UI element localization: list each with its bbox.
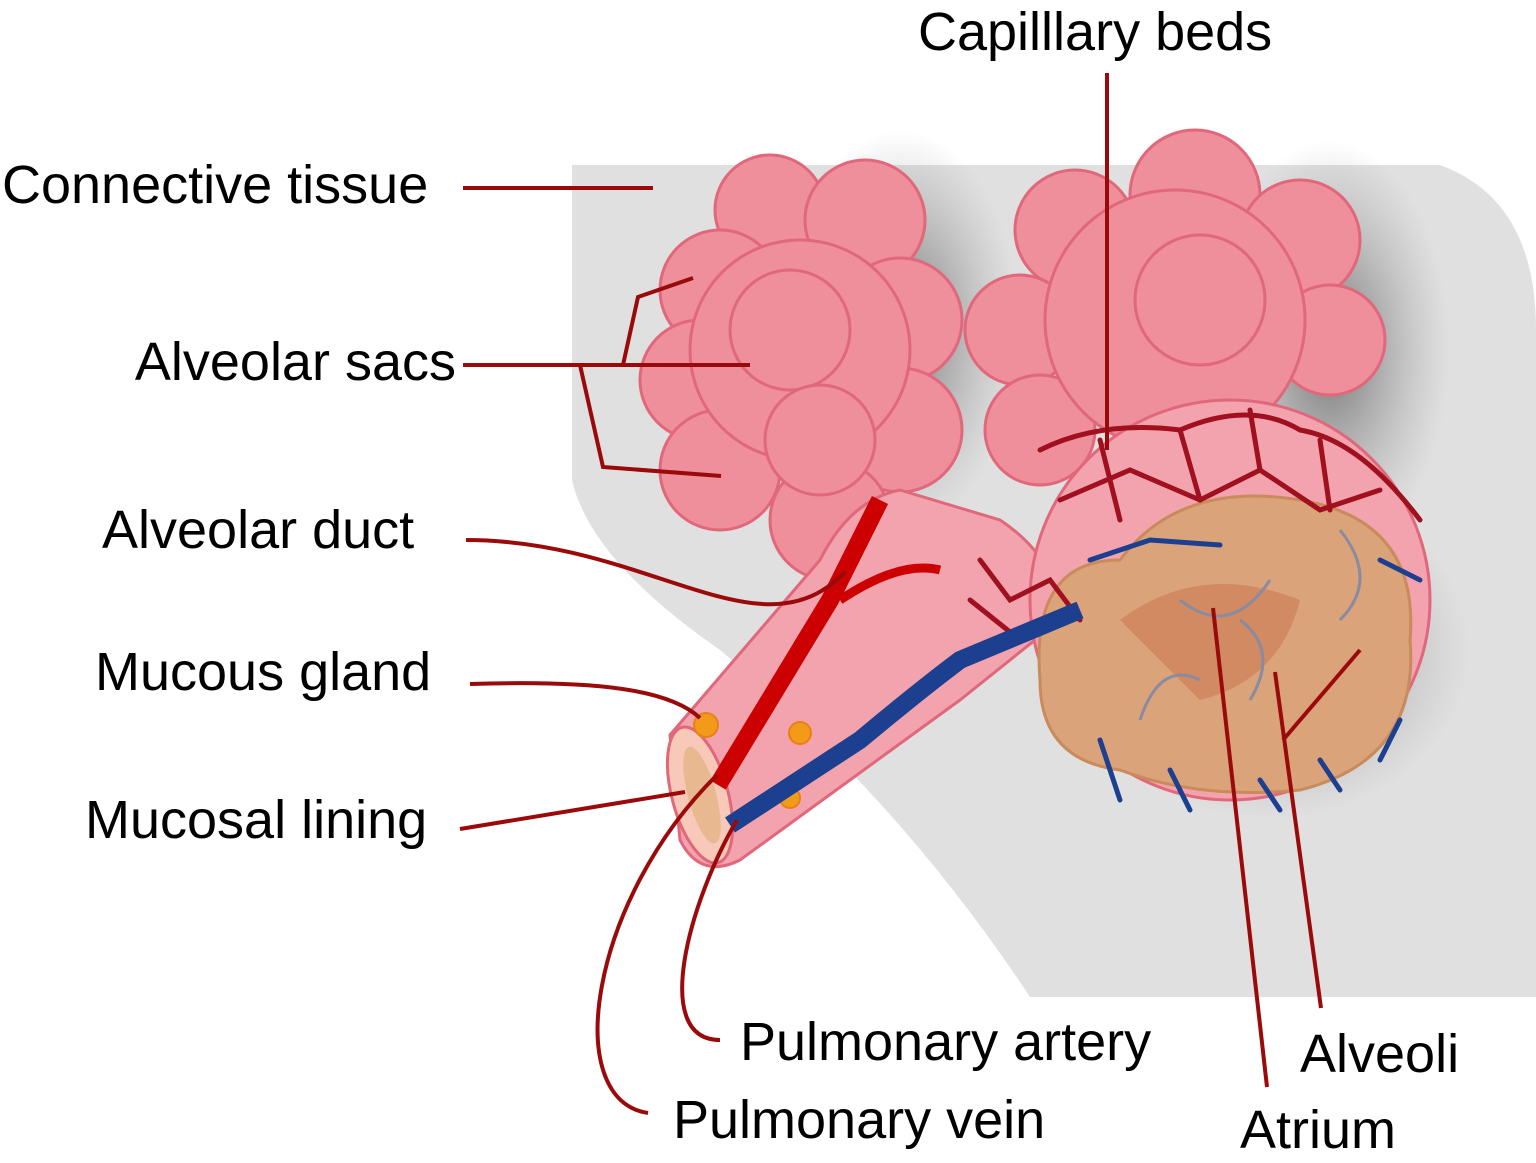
label-mucous-gland: Mucous gland	[95, 642, 431, 702]
label-connective-tissue: Connective tissue	[2, 155, 428, 215]
label-alveolar-duct: Alveolar duct	[102, 500, 414, 560]
label-pulmonary-vein: Pulmonary vein	[673, 1090, 1045, 1150]
capillary-bed	[967, 398, 1432, 813]
pulmonary-artery-vessel	[710, 495, 889, 790]
duct-lumen	[683, 746, 721, 844]
label-pulmonary-artery: Pulmonary artery	[740, 1012, 1151, 1072]
label-alveolar-sacs: Alveolar sacs	[135, 332, 456, 392]
artery-branch	[837, 563, 942, 604]
mucous-gland	[693, 712, 812, 809]
label-mucosal-lining: Mucosal lining	[85, 790, 427, 850]
leader-lines	[459, 73, 1362, 1115]
label-alveoli: Alveoli	[1300, 1024, 1459, 1084]
label-atrium: Atrium	[1240, 1100, 1396, 1160]
label-capillary-beds: Capilllary beds	[918, 2, 1272, 62]
pulmonary-vein-vessel	[725, 601, 1084, 833]
